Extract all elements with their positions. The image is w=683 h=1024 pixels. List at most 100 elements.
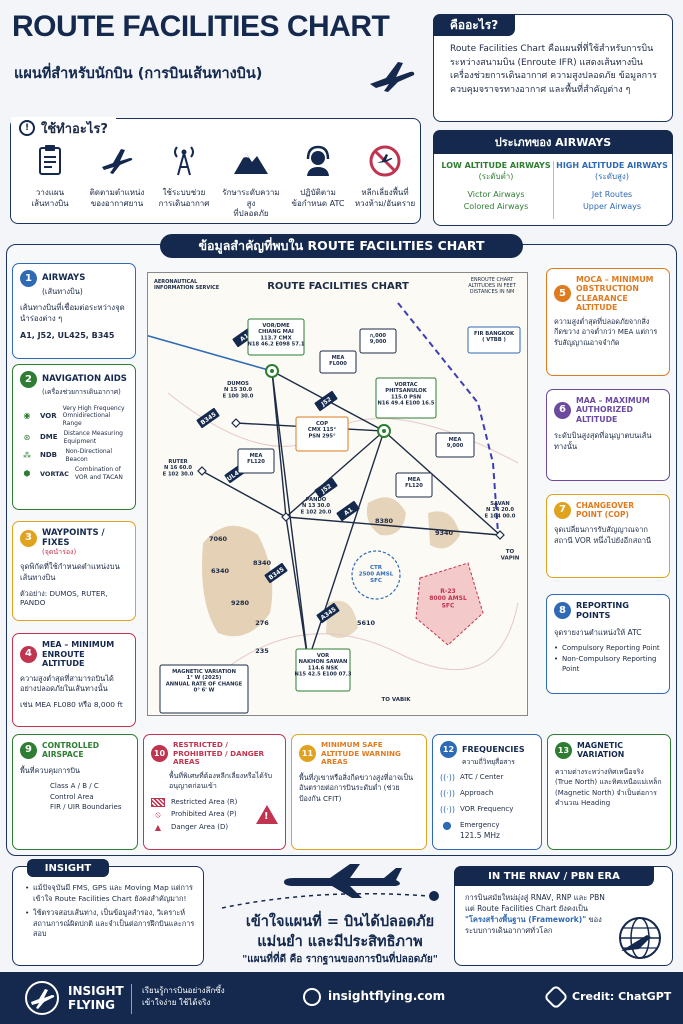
elevation-label: 235 — [255, 647, 269, 655]
item-sub: (จุดนำร่อง) — [42, 548, 77, 557]
route-label: A1 — [343, 506, 354, 517]
low-title: LOW ALTITUDE AIRWAYS — [441, 161, 551, 170]
brand-logo-text: INSIGHT FLYING — [68, 984, 124, 1013]
high-item: Jet Routes — [591, 190, 633, 199]
item-waypoints: 3 WAYPOINTS / FIXES (จุดนำร่อง) จุดพิกัดท… — [12, 521, 136, 621]
item-body: จุดพิกัดที่ใช้กำหนดตำแหน่งบนเส้นทางบิน — [20, 562, 120, 583]
use-item-label: รักษาระดับความสูง ที่ปลอดภัย — [222, 188, 280, 219]
item-title: FREQUENCIES — [462, 744, 525, 754]
item-title: MAGNETIC VARIATION — [577, 741, 625, 760]
insight-list: แม้ปัจจุบันมี FMS, GPS และ Moving Map แต… — [25, 883, 197, 940]
waypoint-marker — [197, 466, 207, 476]
route-label-badge — [264, 562, 288, 584]
item-body: ระดับบินสูงสุดที่อนุญาตบนเส้นทางนั้น — [554, 431, 652, 451]
item-number: 4 — [20, 645, 37, 663]
item-body: พื้นที่พิเศษที่ต้องหลีกเลี่ยงหรือได้รับอ… — [169, 771, 273, 790]
item-title: WAYPOINTS / FIXES — [42, 528, 105, 549]
item-number: 9 — [20, 741, 37, 759]
item-title: REPORTING POINTS — [576, 600, 629, 620]
route-label-badge — [314, 477, 338, 499]
airplane-icon — [102, 149, 133, 174]
footer-divider — [131, 984, 132, 1014]
use-item-label: ติดตามตำแหน่ง ของอากาศยาน — [89, 188, 145, 208]
what-body: Route Facilities Chart คือแผนที่ที่ใช้สำ… — [450, 44, 657, 95]
airways-types-heading: ประเภทของ AIRWAYS — [433, 130, 673, 154]
vor-dme-station-center — [270, 369, 274, 373]
high-sub: (ระดับสูง) — [595, 172, 629, 181]
item-body: ความสูงต่ำสุดที่ปลอดภัยจากสิ่งกีดขวาง อา… — [554, 317, 658, 347]
what-is-it-card: คืออะไร? Route Facilities Chart คือแผนที… — [433, 14, 673, 122]
warning-icon-mark: ! — [264, 811, 269, 822]
item-number: 12 — [440, 741, 457, 758]
item-number: 13 — [555, 741, 572, 759]
website-link[interactable]: insightflying.com — [328, 989, 446, 1003]
location-pin-icon: ⬤ — [442, 820, 452, 830]
use-item: หลีกเลี่ยงพื้นที่ หวงห้าม/อันตราย — [352, 143, 418, 209]
airway-line — [285, 516, 501, 536]
navaid-desc: Combination of VOR and TACAN — [74, 466, 123, 481]
airway-line — [201, 470, 287, 518]
globe-icon — [619, 917, 661, 959]
radio-waves-icon: ((·)) — [440, 788, 456, 798]
elevation-label: 8380 — [375, 517, 394, 525]
rnav-body: การบินสมัยใหม่มุ่งสู่ RNAV, RNP และ PBN … — [465, 893, 615, 937]
radio-waves-icon: ((·)) — [440, 772, 456, 782]
high-airways: HIGH ALTITUDE AIRWAYS (ระดับสูง) Jet Rou… — [556, 161, 668, 211]
logo-icon — [25, 981, 59, 1015]
insight-heading: INSIGHT — [27, 859, 109, 877]
item-number: 11 — [299, 745, 316, 763]
item-body: ความต่างระหว่างทิศเหนือจริง (True North)… — [555, 767, 662, 808]
item-number: 6 — [554, 401, 571, 419]
use-item-label: ใช้ระบบช่วย การเดินอากาศ — [158, 188, 210, 208]
item-number: 3 — [20, 529, 37, 547]
use-item: ปฏิบัติตาม ข้อกำหนด ATC — [285, 143, 351, 209]
list-item: ใช้ตรวจสอบเส้นทาง, เป็นข้อมูลสำรอง, วิเค… — [25, 908, 197, 940]
use-item: ใช้ระบบช่วย การเดินอากาศ — [151, 143, 217, 209]
item-title: AIRWAYS — [42, 273, 86, 284]
clipboard-icon — [39, 145, 61, 175]
elevation-label: 7060 — [209, 535, 228, 543]
high-item: Upper Airways — [582, 202, 642, 211]
elevation-label: 5610 — [357, 619, 376, 627]
item-number: 8 — [554, 602, 571, 620]
item-body: พื้นที่ควบคุมการบิน — [20, 766, 80, 776]
item-number: 2 — [20, 371, 37, 388]
use-item: วางแผน เส้นทางบิน — [17, 143, 83, 209]
route-label-badge — [316, 602, 340, 624]
fir-boundary — [397, 302, 499, 534]
navaid-desc: Non-Directional Beacon — [65, 448, 113, 463]
page-subtitle: แผนที่สำหรับนักบิน (การบินเส้นทางบิน) — [14, 66, 263, 82]
list-item: แม้ปัจจุบันมี FMS, GPS และ Moving Map แต… — [25, 883, 197, 904]
navaid-code: VORTAC — [40, 469, 69, 478]
item-body: ความสูงต่ำสุดที่สามารถบินได้อย่างปลอดภัย… — [20, 673, 114, 694]
insight-card: INSIGHT แม้ปัจจุบันมี FMS, GPS และ Movin… — [12, 859, 204, 966]
brand-line2: FLYING — [68, 998, 116, 1013]
airways-types-card: ประเภทของ AIRWAYS LOW ALTITUDE AIRWAYS (… — [433, 130, 673, 226]
globe-icon — [303, 988, 321, 1006]
maa-label-box — [359, 328, 397, 354]
use-item-label: ปฏิบัติตาม ข้อกำหนด ATC — [291, 188, 345, 208]
uses-heading: ! ใช้ทำอะไร? — [11, 117, 116, 139]
airway-line — [271, 370, 309, 662]
tagline-2: เข้าใจง่าย ใช้ได้จริง — [142, 998, 211, 1007]
rnav-heading: IN THE RNAV / PBN ERA — [454, 866, 654, 886]
vor-icon: ◉ — [23, 411, 31, 421]
elevation-label: 9280 — [231, 599, 250, 607]
